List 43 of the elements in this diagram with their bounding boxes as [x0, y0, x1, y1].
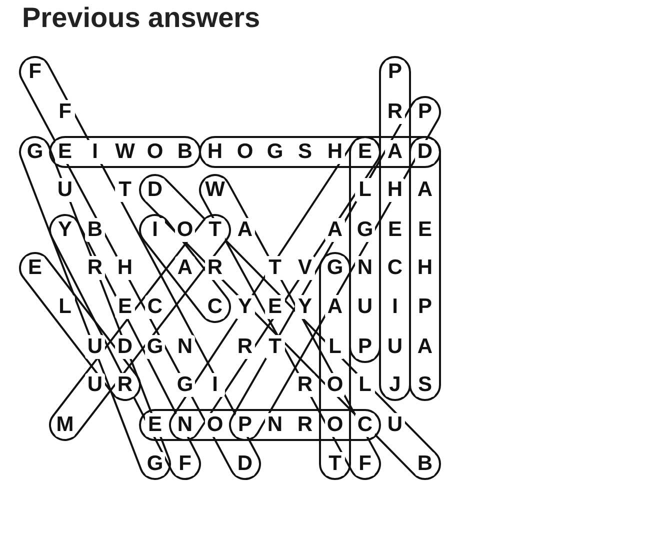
grid-letter: B — [85, 218, 105, 242]
grid-letter: E — [115, 295, 135, 319]
grid-letter: T — [265, 335, 285, 359]
title: Previous answers — [22, 2, 260, 34]
grid-letter: O — [325, 413, 345, 437]
grid-letter: V — [295, 256, 315, 280]
grid-letter: R — [205, 256, 225, 280]
grid-letter: A — [325, 218, 345, 242]
grid-letter: D — [115, 335, 135, 359]
grid-letter: N — [175, 413, 195, 437]
grid-letter: E — [265, 295, 285, 319]
grid-letter: R — [295, 373, 315, 397]
grid-letter: P — [235, 413, 255, 437]
grid-letter: S — [415, 373, 435, 397]
grid-letter: A — [325, 295, 345, 319]
grid-letter: I — [145, 218, 165, 242]
grid-letter: A — [175, 256, 195, 280]
grid-letter: T — [265, 256, 285, 280]
grid-letter: T — [205, 218, 225, 242]
grid-letter: Y — [295, 295, 315, 319]
grid-letter: G — [145, 335, 165, 359]
grid-letter: O — [175, 218, 195, 242]
grid-letter: C — [355, 413, 375, 437]
grid-letter: T — [325, 452, 345, 476]
grid-letter: E — [145, 413, 165, 437]
grid-letter: U — [85, 335, 105, 359]
grid-letter: E — [25, 256, 45, 280]
grid-letter: D — [415, 140, 435, 164]
grid-letter: G — [175, 373, 195, 397]
grid-letter: Y — [235, 295, 255, 319]
grid-letter: E — [355, 140, 375, 164]
grid-letter: O — [205, 413, 225, 437]
grid-letter: C — [205, 295, 225, 319]
grid-letter: I — [85, 140, 105, 164]
grid-letter: G — [145, 452, 165, 476]
grid-letter: L — [55, 295, 75, 319]
grid-letter: O — [325, 373, 345, 397]
grid-letter: R — [115, 373, 135, 397]
grid-letter: B — [415, 452, 435, 476]
grid-letter: C — [145, 295, 165, 319]
grid-letter: G — [355, 218, 375, 242]
grid-letter: M — [55, 413, 75, 437]
grid-letter: D — [145, 178, 165, 202]
